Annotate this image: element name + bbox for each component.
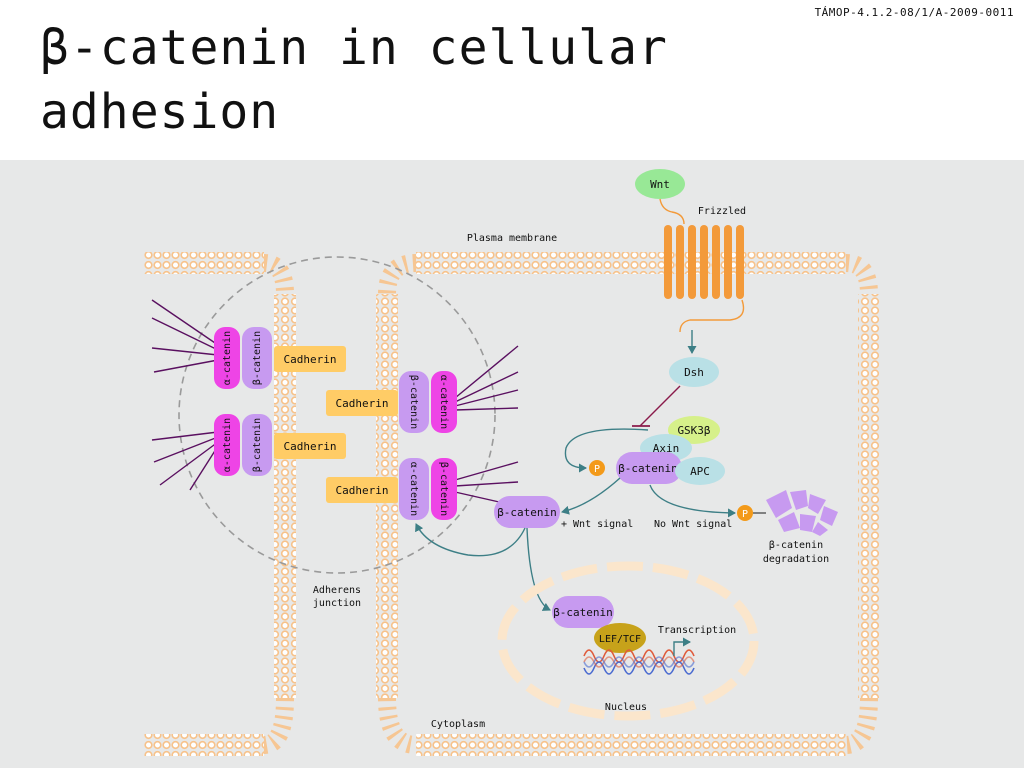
actin-filaments-left: [151, 299, 219, 491]
wnt-node: [635, 169, 685, 199]
alpha-catenin-left-upper: [214, 327, 240, 389]
beta-catenin-right-upper: [399, 371, 429, 433]
plus-wnt-arrow: [561, 477, 621, 515]
free-beta-catenin: [494, 496, 560, 528]
beta-catenin-label: β-catenin: [252, 418, 263, 472]
transcription-label: Transcription: [658, 625, 736, 636]
beta-catenin-complex: [616, 452, 682, 484]
beta-catenin-label: β-catenin: [497, 506, 557, 519]
lef-tcf-label: LEF/TCF: [599, 634, 641, 645]
title-line-1: β-catenin in cellular: [40, 20, 668, 76]
cytoplasm-label: Cytoplasm: [431, 719, 485, 730]
dsh-node: [669, 357, 719, 387]
axin-label: Axin: [653, 442, 680, 455]
destruction-complex: GSK3β Axin β-catenin APC P: [589, 416, 725, 485]
beta-catenin-label: β-catenin: [408, 375, 419, 429]
title-line-2: adhesion: [40, 84, 280, 140]
project-reference: TÁMOP-4.1.2-08/1/A-2009-0011: [814, 6, 1014, 19]
adherens-label-line-1: Adherens: [313, 585, 361, 596]
to-junction-arrow: [415, 523, 526, 557]
nucleus-label: Nucleus: [605, 702, 647, 713]
right-complex-lower: Cadherin α-catenin β-catenin: [326, 458, 457, 520]
alpha-catenin-right-lower: [431, 458, 457, 520]
dna-helix: [583, 649, 695, 675]
beta-catenin-left-lower: [242, 414, 272, 476]
plasma-membrane-label: Plasma membrane: [467, 233, 557, 244]
actin-filaments-right: [454, 345, 519, 505]
degradation-label-line-1: β-catenin: [769, 540, 823, 551]
right-complex-upper: Cadherin β-catenin α-catenin: [326, 371, 457, 433]
cadherin-left-upper: [274, 346, 346, 372]
no-wnt-signal-label: No Wnt signal: [654, 519, 732, 530]
beta-catenin-label: β-catenin: [618, 462, 678, 475]
alpha-catenin-label: α-catenin: [438, 375, 449, 429]
alpha-catenin-left-lower: [214, 414, 240, 476]
cadherin-label: Cadherin: [284, 353, 337, 366]
apc-node: [675, 457, 725, 485]
beta-catenin-left-upper: [242, 327, 272, 389]
beta-catenin-label: β-catenin: [438, 462, 449, 516]
beta-catenin-label: β-catenin: [252, 331, 263, 385]
alpha-catenin-right-upper: [431, 371, 457, 433]
adherens-junction-outline: [178, 256, 496, 574]
dsh-inhibition: [639, 385, 681, 427]
slide-title: β-catenin in cellular adhesion: [40, 16, 800, 144]
beta-catenin-right-lower: [399, 458, 429, 520]
alpha-catenin-label: α-catenin: [222, 418, 233, 472]
slide-header: β-catenin in cellular adhesion TÁMOP-4.1…: [0, 0, 1024, 160]
phospho-label: P: [742, 509, 748, 520]
frizzled-label: Frizzled: [698, 206, 746, 217]
left-complex-lower: α-catenin β-catenin Cadherin: [214, 414, 346, 476]
phospho-label: P: [594, 464, 600, 475]
left-cell-membrane: [144, 252, 296, 756]
cadherin-label: Cadherin: [284, 440, 337, 453]
left-complex-upper: α-catenin β-catenin Cadherin: [214, 327, 346, 389]
wnt-pathway-diagram: α-catenin β-catenin Cadherin α-catenin β…: [144, 169, 880, 756]
degraded-beta-catenin-fragments: [766, 490, 838, 536]
cadherin-left-lower: [274, 433, 346, 459]
transcription-arrow: [673, 637, 691, 656]
lef-tcf-node: [594, 623, 646, 653]
cadherin-right-lower: [326, 477, 398, 503]
cadherin-right-upper: [326, 390, 398, 416]
beta-catenin-label: β-catenin: [553, 606, 613, 619]
phosphorylation-arrow: [564, 428, 649, 473]
wnt-label: Wnt: [650, 178, 670, 191]
no-wnt-arrow: [649, 484, 736, 518]
adherens-label-line-2: junction: [313, 598, 361, 609]
gsk3b-label: GSK3β: [677, 424, 710, 437]
plus-wnt-signal-label: + Wnt signal: [561, 519, 633, 530]
phospho-marker: [589, 460, 605, 476]
frizzled-receptor: [664, 225, 744, 299]
alpha-catenin-label: α-catenin: [408, 462, 419, 516]
degradation-label-line-2: degradation: [763, 554, 829, 565]
alpha-catenin-label: α-catenin: [222, 331, 233, 385]
wnt-tether: [659, 198, 685, 225]
apc-label: APC: [690, 465, 710, 478]
phospho-marker-degradation: [737, 505, 753, 521]
to-nucleus-arrow: [526, 527, 551, 611]
dsh-label: Dsh: [684, 366, 704, 379]
cadherin-label: Cadherin: [336, 484, 389, 497]
nuclear-beta-catenin: [552, 596, 614, 628]
cadherin-label: Cadherin: [336, 397, 389, 410]
nucleus-envelope: [497, 561, 759, 721]
